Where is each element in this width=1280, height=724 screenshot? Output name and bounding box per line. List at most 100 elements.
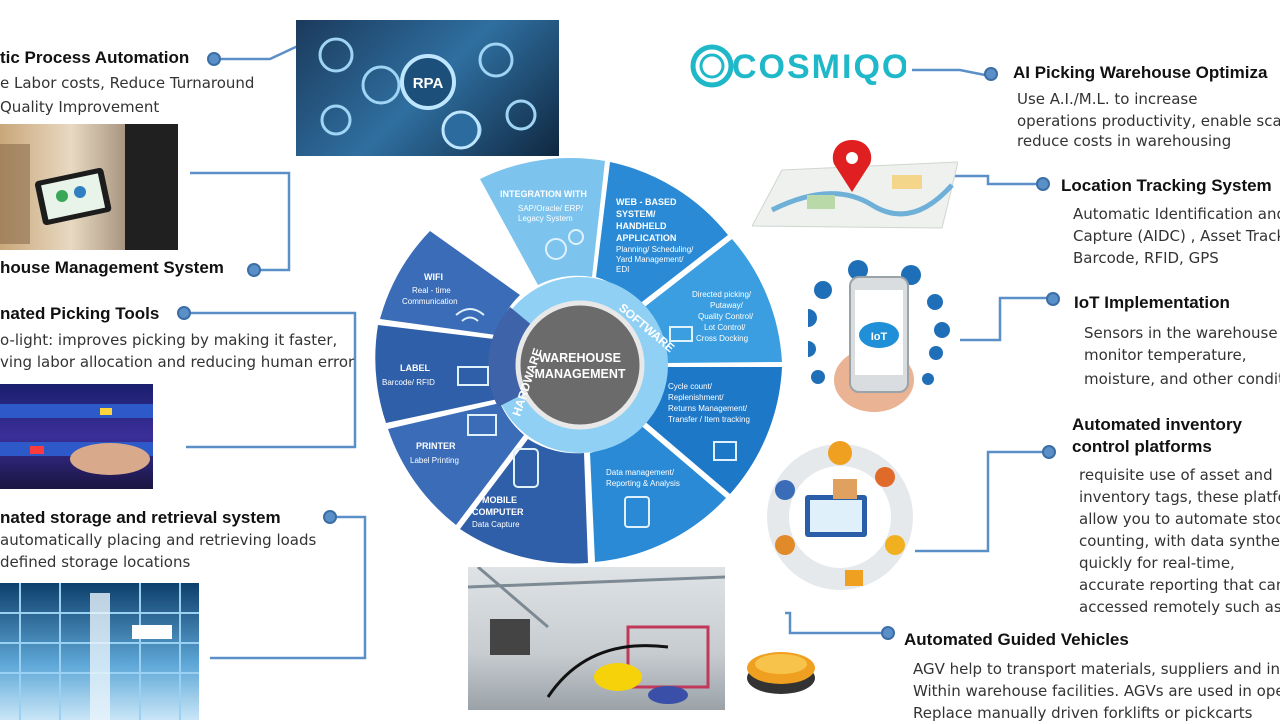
location-tracking-title: Location Tracking System [1061, 176, 1272, 195]
inventory-desc-5: quickly for real-time, [1079, 554, 1235, 572]
location-desc-3: Barcode, RFID, GPS [1073, 249, 1219, 267]
wifi-icon [455, 308, 485, 322]
seg-mobile-title: MOBILE [482, 495, 517, 505]
seg-label-title: LABEL [400, 363, 430, 373]
ai-desc-1: Use A.I./M.L. to increase [1017, 90, 1198, 108]
agv-desc-3: Replace manually driven forklifts or pic… [913, 704, 1253, 722]
seg-directed-0: Directed picking/ [692, 290, 752, 299]
inventory-platform-image [765, 435, 915, 595]
clipboard-icon [624, 496, 650, 528]
printer-icon [467, 414, 497, 436]
wms-tablet-image [0, 124, 178, 250]
iot-title: IoT Implementation [1074, 293, 1230, 312]
cosmiqo-logo: COSMIQO [688, 42, 908, 90]
segment-label [375, 325, 498, 423]
seg-cycle-1: Replenishment/ [668, 393, 724, 402]
seg-cycle-2: Returns Management/ [668, 404, 748, 413]
ai-desc-3: reduce costs in warehousing [1017, 132, 1232, 150]
iot-desc-2: monitor temperature, [1084, 346, 1247, 364]
wms-wheel: WAREHOUSE MANAGEMENT SOFTWARE HARDWARE I… [375, 158, 782, 564]
rpa-desc-1: e Labor costs, Reduce Turnaround [0, 74, 255, 92]
seg-printer-title: PRINTER [416, 441, 456, 451]
monitor-icon [669, 326, 693, 342]
wms-title: house Management System [0, 258, 224, 277]
picking-desc-1: o-light: improves picking by making it f… [0, 331, 338, 349]
asrs-desc-2: defined storage locations [0, 553, 191, 571]
seg-web-sub-1: HANDHELD [616, 221, 667, 231]
segment-cycle-count [642, 367, 782, 494]
wheel-center-label-2: MANAGEMENT [535, 367, 626, 381]
seg-web-title: WEB - BASED [616, 197, 677, 207]
segment-integration [480, 158, 605, 285]
barcode-icon [457, 366, 489, 386]
rpa-image: RPA [296, 20, 559, 156]
seg-integration-sub-1: Legacy System [518, 214, 573, 223]
iot-phone-image: IoT [799, 255, 958, 415]
seg-directed-2: Quality Control/ [698, 312, 754, 321]
picking-title: nated Picking Tools [0, 304, 160, 323]
iot-desc-3: moisture, and other condit [1084, 370, 1280, 388]
inventory-title-2: control platforms [1072, 437, 1212, 456]
rpa-title: tic Process Automation [0, 48, 190, 67]
inventory-desc-7: accessed remotely such as I [1079, 598, 1280, 616]
segment-wifi [380, 231, 520, 335]
rpa-desc-2: Quality Improvement [0, 98, 160, 116]
segment-printer [388, 403, 524, 525]
mobile-phone-icon [513, 448, 539, 488]
agv-desc-2: Within warehouse facilities. AGVs are us… [913, 682, 1280, 700]
inventory-desc-6: accurate reporting that can [1079, 576, 1280, 594]
location-desc-1: Automatic Identification and [1073, 205, 1280, 223]
seg-integration-sub-0: SAP/Oracle/ ERP/ [518, 204, 584, 213]
seg-integration-title: INTEGRATION WITH [500, 189, 587, 199]
iot-phone-label: IoT [871, 331, 888, 343]
inventory-desc-4: counting, with data synthes [1079, 532, 1280, 550]
agv-warehouse-image [468, 567, 725, 710]
wheel-center-label-1: WAREHOUSE [539, 351, 621, 365]
seg-web-sub-4: Yard Management/ [616, 255, 684, 264]
location-map-image [751, 140, 959, 230]
seg-web-sub-5: EDI [616, 265, 629, 274]
logo-text: COSMIQO [732, 48, 906, 86]
seg-data-0: Data management/ [606, 468, 675, 477]
iot-desc-1: Sensors in the warehouse c [1084, 324, 1280, 342]
seg-mobile-sub-0: COMPUTER [472, 507, 524, 517]
inventory-desc-2: inventory tags, these platfo [1079, 488, 1280, 506]
screen-icon [713, 441, 737, 461]
agv-title: Automated Guided Vehicles [904, 630, 1129, 649]
ai-desc-2: operations productivity, enable scale [1017, 112, 1280, 130]
seg-directed-1: Putaway/ [710, 301, 744, 310]
seg-mobile-sub-1: Data Capture [472, 520, 520, 529]
asrs-title: nated storage and retrieval system [0, 508, 281, 527]
seg-wifi-title: WIFI [424, 272, 443, 282]
seg-label-sub-0: Barcode/ RFID [382, 378, 435, 387]
seg-data-1: Reporting & Analysis [606, 479, 680, 488]
seg-directed-4: Cross Docking [696, 334, 748, 343]
segment-mobile [460, 439, 588, 564]
seg-printer-sub-0: Label Printing [410, 456, 459, 465]
seg-cycle-3: Transfer / Item tracking [668, 415, 750, 424]
seg-directed-3: Lot Control/ [704, 323, 746, 332]
inventory-title-1: Automated inventory [1072, 415, 1243, 434]
location-desc-2: Capture (AIDC) , Asset Tracki [1073, 227, 1280, 245]
agv-robot-image [744, 640, 818, 698]
rpa-image-label: RPA [413, 75, 444, 92]
inventory-desc-3: allow you to automate stoc [1079, 510, 1280, 528]
segment-data-management [590, 423, 726, 562]
pick-to-light-image [0, 384, 153, 489]
seg-web-sub-3: Planning/ Scheduling/ [616, 245, 694, 254]
seg-cycle-0: Cycle count/ [668, 382, 713, 391]
segment-directed-picking [642, 239, 782, 363]
asrs-desc-1: automatically placing and retrieving loa… [0, 531, 317, 549]
inventory-desc-1: requisite use of asset and [1079, 466, 1273, 484]
gear-icon [545, 238, 567, 260]
asrs-image [0, 583, 199, 720]
segment-web-based [596, 162, 728, 305]
ai-picking-title: AI Picking Warehouse Optimiza [1013, 63, 1268, 82]
seg-wifi-sub-1: Communication [402, 297, 458, 306]
seg-web-sub-2: APPLICATION [616, 233, 676, 243]
picking-desc-2: ving labor allocation and reducing human… [0, 353, 355, 371]
agv-desc-1: AGV help to transport materials, supplie… [913, 660, 1280, 678]
seg-wifi-sub-0: Real - time [412, 286, 451, 295]
seg-web-sub-0: SYSTEM/ [616, 209, 656, 219]
